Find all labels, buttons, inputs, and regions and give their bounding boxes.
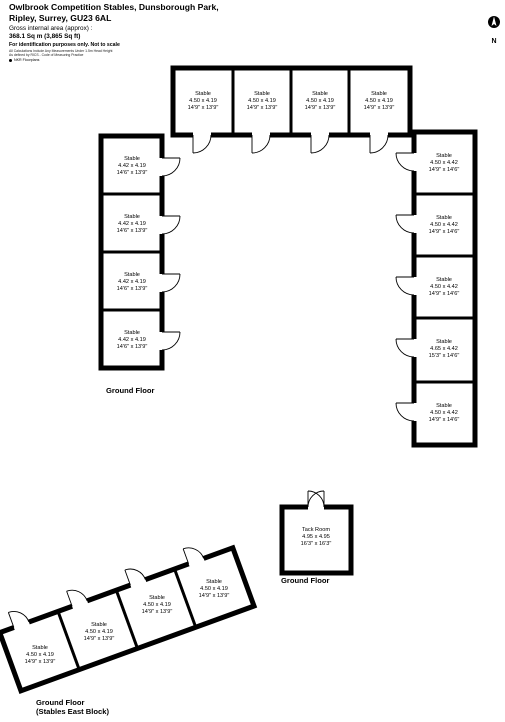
room-imperial: 14'9" x 14'6" [429,229,460,235]
address-line-1: Owlbrook Competition Stables, Dunsboroug… [9,2,219,12]
top-block-doors [192,132,389,154]
room-name: Stable [312,91,328,97]
room-right-4: Stable 4.65 x 4.42 15'3" x 14'6" [429,339,460,359]
room-imperial: 14'9" x 13'9" [199,593,230,599]
left-block-walls [98,133,165,371]
room-metric: 4.42 x 4.19 [118,279,146,285]
room-imperial: 14'9" x 13'9" [305,105,336,111]
room-top-1: Stable 4.50 x 4.19 14'9" x 13'9" [188,91,219,111]
room-metric: 4.50 x 4.19 [200,586,228,592]
room-name: Tack Room [302,527,330,533]
floor-label-ground-main: Ground Floor [106,386,155,395]
room-imperial: 16'3" x 16'3" [301,541,332,547]
room-east-1: Stable 4.50 x 4.19 14'9" x 13'9" [25,645,56,665]
gross-area-value: 368.1 Sq m (3,865 Sq ft) [9,33,81,40]
room-name: Stable [195,91,211,97]
room-name: Stable [124,214,140,220]
room-name: Stable [436,403,452,409]
north-compass-icon: N [488,16,500,45]
identification-note: For identification purposes only. Not to… [9,42,120,48]
floor-label-ground-tack: Ground Floor [281,576,330,585]
room-top-4: Stable 4.50 x 4.19 14'9" x 13'9" [364,91,395,111]
room-metric: 4.50 x 4.19 [306,98,334,104]
room-name: Stable [149,595,165,601]
north-letter: N [491,38,496,45]
room-metric: 4.95 x 4.95 [302,534,330,540]
room-imperial: 14'6" x 13'9" [117,286,148,292]
room-metric: 4.50 x 4.19 [189,98,217,104]
room-imperial: 14'6" x 13'9" [117,170,148,176]
room-imperial: 14'9" x 13'9" [364,105,395,111]
room-left-1: Stable 4.42 x 4.19 14'6" x 13'9" [117,156,148,176]
room-name: Stable [124,330,140,336]
room-name: Stable [206,579,222,585]
room-imperial: 14'9" x 13'9" [84,636,115,642]
room-metric: 4.42 x 4.19 [118,221,146,227]
room-metric: 4.50 x 4.42 [430,160,458,166]
room-imperial: 14'6" x 13'9" [117,228,148,234]
left-block-doors [159,157,181,351]
room-name: Stable [436,277,452,283]
room-metric: 4.42 x 4.19 [118,163,146,169]
room-metric: 4.42 x 4.19 [118,337,146,343]
room-left-4: Stable 4.42 x 4.19 14'6" x 13'9" [117,330,148,350]
property-header: Owlbrook Competition Stables, Dunsboroug… [9,2,309,64]
logo-icon [9,59,12,63]
room-metric: 4.50 x 4.19 [26,652,54,658]
room-imperial: 15'3" x 14'6" [429,353,460,359]
room-name: Stable [436,339,452,345]
room-imperial: 14'6" x 13'9" [117,344,148,350]
room-imperial: 14'9" x 13'9" [247,105,278,111]
rics-note: As defined by RICS - Code of Measuring P… [9,53,84,58]
room-metric: 4.50 x 4.42 [430,222,458,228]
floor-label-ground-east: Ground Floor [36,698,85,707]
room-tack: Tack Room 4.95 x 4.95 16'3" x 16'3" [301,527,332,547]
room-left-2: Stable 4.42 x 4.19 14'6" x 13'9" [117,214,148,234]
room-imperial: 14'9" x 14'6" [429,167,460,173]
calculation-note: All Calculations Include Any Measurement… [9,49,113,53]
room-metric: 4.50 x 4.42 [430,284,458,290]
room-imperial: 14'9" x 13'9" [142,609,173,615]
room-metric: 4.65 x 4.42 [430,346,458,352]
room-metric: 4.50 x 4.42 [430,410,458,416]
room-name: Stable [436,153,452,159]
right-block-doors [395,152,417,422]
room-imperial: 14'9" x 14'6" [429,291,460,297]
room-name: Stable [436,215,452,221]
gross-area-label: Gross internal area (approx) : [9,25,93,32]
address-line-2: Ripley, Surrey, GU23 6AL [9,13,112,23]
room-right-5: Stable 4.50 x 4.42 14'9" x 14'6" [429,403,460,423]
room-name: Stable [371,91,387,97]
room-east-2: Stable 4.50 x 4.19 14'9" x 13'9" [84,622,115,642]
top-block-walls [170,65,413,138]
room-name: Stable [124,156,140,162]
room-name: Stable [32,645,48,651]
east-block-walls [0,544,258,695]
room-east-4: Stable 4.50 x 4.19 14'9" x 13'9" [199,579,230,599]
room-left-3: Stable 4.42 x 4.19 14'6" x 13'9" [117,272,148,292]
room-right-1: Stable 4.50 x 4.42 14'9" x 14'6" [429,153,460,173]
room-right-2: Stable 4.50 x 4.42 14'9" x 14'6" [429,215,460,235]
room-imperial: 14'9" x 14'6" [429,417,460,423]
room-east-3: Stable 4.50 x 4.19 14'9" x 13'9" [142,595,173,615]
room-name: Stable [91,622,107,628]
room-top-2: Stable 4.50 x 4.19 14'9" x 13'9" [247,91,278,111]
room-metric: 4.50 x 4.19 [248,98,276,104]
floorplan-logo: NKR Floorplans [9,57,309,64]
room-metric: 4.50 x 4.19 [365,98,393,104]
room-imperial: 14'9" x 13'9" [188,105,219,111]
room-metric: 4.50 x 4.19 [85,629,113,635]
logo-text: NKR Floorplans [14,58,40,63]
room-name: Stable [254,91,270,97]
room-name: Stable [124,272,140,278]
room-imperial: 14'9" x 13'9" [25,659,56,665]
room-top-3: Stable 4.50 x 4.19 14'9" x 13'9" [305,91,336,111]
room-right-3: Stable 4.50 x 4.42 14'9" x 14'6" [429,277,460,297]
floor-label-east-block: (Stables East Block) [36,707,110,716]
room-metric: 4.50 x 4.19 [143,602,171,608]
tack-room-walls [279,490,354,576]
